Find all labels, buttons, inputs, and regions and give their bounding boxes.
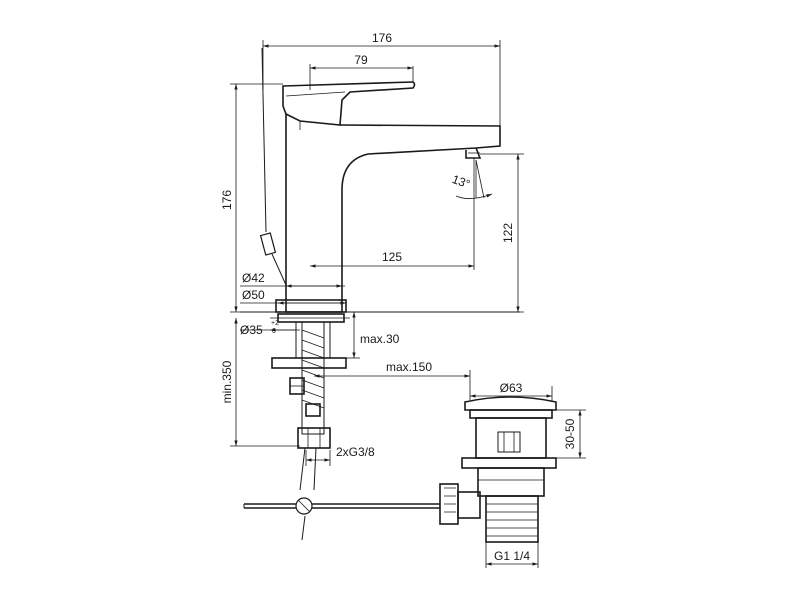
- hose-thread-label: 2xG3/8: [336, 445, 375, 459]
- waste-thread-label: G1 1/4: [494, 549, 530, 563]
- hole-tolerance-lower-label: 0: [272, 328, 276, 335]
- base-diameter-label: Ø50: [242, 288, 265, 302]
- max-deck-label: max.30: [360, 332, 400, 346]
- waste-range-label: 30-50: [563, 418, 577, 449]
- body-diameter-label: Ø42: [242, 271, 265, 285]
- hole-diameter-label: Ø35: [240, 323, 263, 337]
- spray-angle-label: 13°: [450, 172, 472, 191]
- faucet-body: [240, 47, 520, 323]
- shank-and-hoses: [271, 321, 347, 541]
- max-rod-label: max.150: [386, 360, 432, 374]
- dimension-lines: [230, 40, 586, 568]
- overall-height-label: 176: [220, 190, 234, 210]
- handle-length-label: 79: [354, 53, 368, 67]
- horizontal-rod: [243, 497, 440, 515]
- waste-fitting: [439, 396, 557, 543]
- spout-reach-label: 125: [382, 250, 402, 264]
- spout-height-label: 122: [501, 223, 515, 243]
- overall-width-label: 176: [372, 31, 392, 45]
- waste-diameter-label: Ø63: [500, 381, 523, 395]
- hole-tolerance-label: +2: [271, 320, 279, 327]
- min-hose-label: min.350: [220, 360, 234, 403]
